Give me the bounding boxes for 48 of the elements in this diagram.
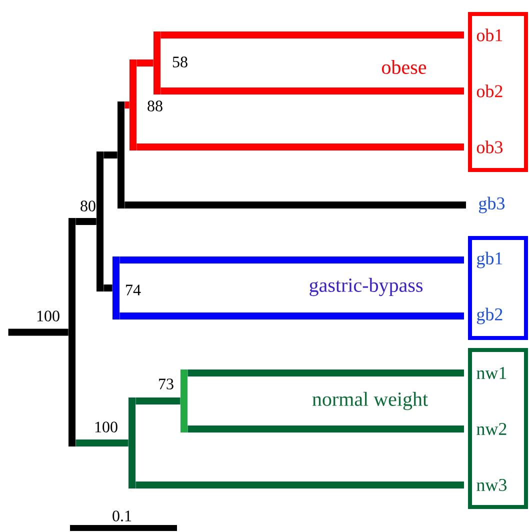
taxon-label: ob1 [476, 28, 502, 42]
scale-label: 0.1 [112, 510, 132, 522]
branch-junction [118, 102, 124, 208]
branch [124, 102, 130, 108]
branch [76, 440, 128, 446]
branch-junction [130, 60, 136, 150]
bootstrap-value: 100 [95, 422, 118, 432]
group-box [468, 236, 528, 340]
taxon-label: nw3 [476, 478, 506, 492]
taxon-label: ob2 [476, 84, 502, 98]
bootstrap-value: 58 [172, 56, 188, 68]
group-label: normal weight [312, 392, 428, 410]
bootstrap-value: 80 [80, 200, 96, 212]
bootstrap-value: 88 [148, 100, 162, 112]
branch [104, 152, 118, 158]
branch-junction [128, 398, 136, 488]
taxon-label: nw1 [476, 366, 506, 380]
group-label: gastric-bypass [310, 278, 422, 296]
branch [136, 60, 154, 66]
branch [136, 398, 180, 404]
branch [120, 312, 464, 320]
branch [160, 88, 464, 94]
bootstrap-value: 100 [37, 310, 60, 322]
branch [124, 202, 466, 208]
branch-junction [96, 152, 104, 292]
branch [188, 370, 464, 376]
group-box [468, 12, 528, 172]
group-label: obese [382, 60, 426, 74]
branch [104, 284, 112, 292]
group-box [468, 348, 528, 509]
taxon-label: gb3 [478, 196, 504, 214]
branch-junction [112, 256, 120, 320]
bootstrap-value: 74 [126, 284, 141, 296]
branch [120, 256, 464, 264]
branch [160, 32, 464, 38]
branch-junction [68, 218, 76, 446]
taxon-label: ob3 [476, 140, 502, 154]
taxon-label: gb1 [476, 252, 502, 268]
bootstrap-value: 73 [159, 378, 174, 390]
branch [188, 426, 464, 432]
branch [136, 144, 464, 150]
branch [136, 482, 464, 488]
taxon-label: nw2 [476, 422, 506, 436]
branch [76, 218, 96, 225]
branch [8, 328, 68, 336]
taxon-label: gb2 [476, 308, 502, 324]
branch-junction [154, 32, 160, 94]
branch-junction [180, 370, 188, 432]
